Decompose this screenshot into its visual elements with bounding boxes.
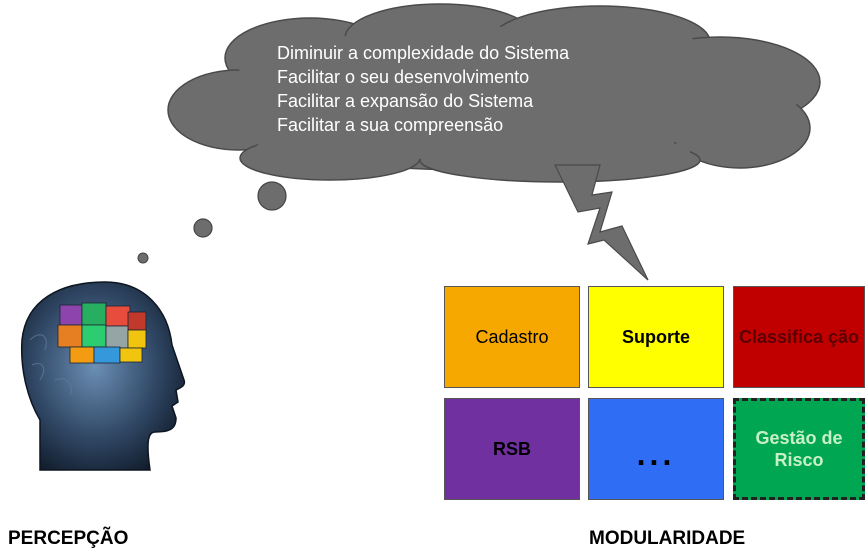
module-label: Gestão de Risco bbox=[755, 428, 843, 470]
cloud-line: Diminuir a complexidade do Sistema bbox=[277, 43, 570, 63]
thought-bubble-medium bbox=[193, 218, 213, 238]
module-rsb: RSB bbox=[444, 398, 580, 500]
module-label: Suporte bbox=[621, 327, 690, 347]
cloud-line: Facilitar a sua compreensão bbox=[277, 115, 504, 135]
module-suporte: Suporte bbox=[588, 286, 724, 388]
caption-modularidade: MODULARIDADE bbox=[589, 528, 746, 549]
module-classificacao: Classifica ção bbox=[733, 286, 865, 388]
module-gestao-de-risco: Gestão de Risco bbox=[733, 398, 865, 500]
module-label: ... bbox=[636, 436, 676, 472]
cloud-line: Facilitar o seu desenvolvimento bbox=[277, 67, 530, 87]
cloud-line: Facilitar a expansão do Sistema bbox=[277, 91, 534, 111]
module-label: Cadastro bbox=[475, 327, 549, 347]
module-label: RSB bbox=[492, 439, 531, 459]
module-ellipsis: ... bbox=[588, 398, 724, 500]
thought-bubble-small bbox=[137, 252, 149, 264]
caption-percepcao: PERCEPÇÃO bbox=[8, 528, 129, 549]
thought-bubble-large bbox=[257, 181, 287, 211]
module-label: Classifica ção bbox=[738, 327, 860, 347]
module-cadastro: Cadastro bbox=[444, 286, 580, 388]
lightning-tail bbox=[554, 164, 649, 281]
cloud-text: Diminuir a complexidade do Sistema Facil… bbox=[277, 41, 569, 137]
